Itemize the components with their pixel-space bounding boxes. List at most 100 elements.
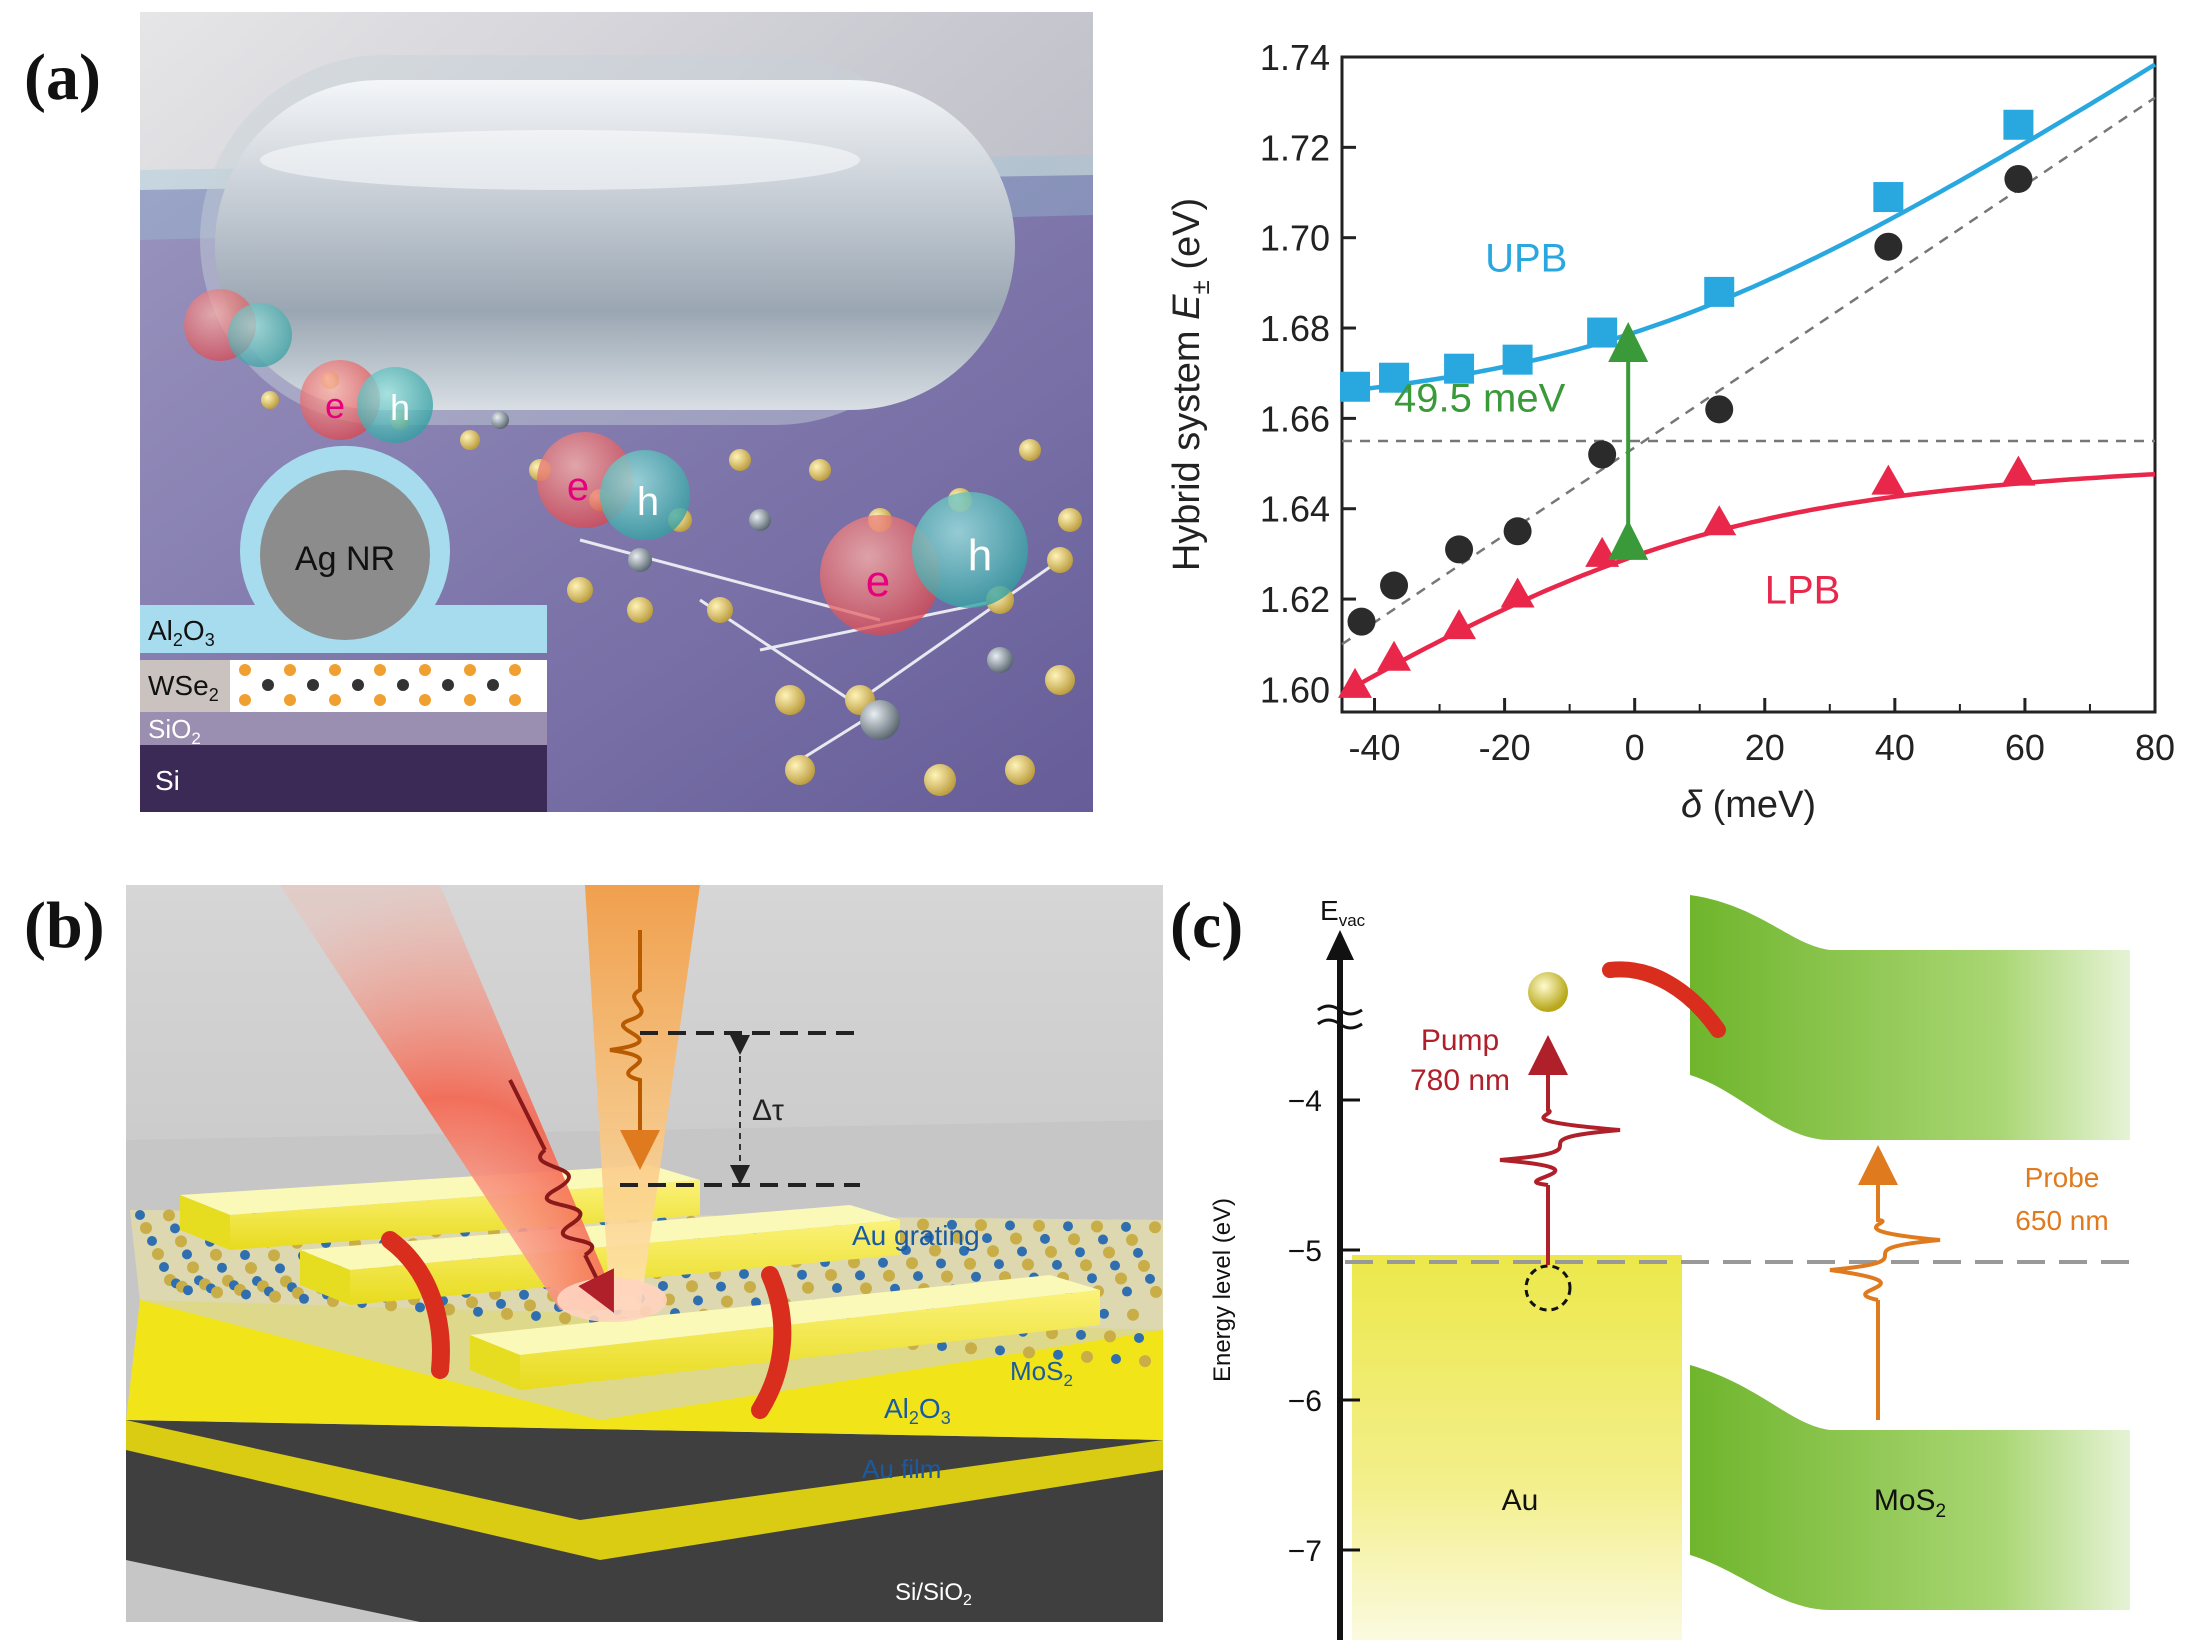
- upb-data-point: [1873, 182, 1904, 213]
- lattice-atom: [210, 1248, 222, 1261]
- chart-annotation: 49.5 meV: [1394, 322, 1649, 560]
- y-tick-label: 1.66: [1260, 398, 1330, 439]
- probe-beam: [585, 885, 700, 1310]
- lattice-atom: [501, 1307, 513, 1320]
- x-tick-label: 20: [1745, 727, 1785, 768]
- lattice-atom: [1103, 1246, 1115, 1259]
- lattice-atom: [170, 1223, 180, 1234]
- lattice-atom: [1122, 1286, 1132, 1297]
- lattice-atom: [906, 1257, 918, 1270]
- evac-label: Evac: [1320, 895, 1366, 930]
- wse2-label: WSe2: [148, 670, 219, 705]
- y-tick-label: 1.70: [1260, 218, 1330, 259]
- lattice-atom: [878, 1257, 888, 1268]
- lattice-atom: [415, 1302, 425, 1313]
- lattice-atom: [721, 1295, 733, 1308]
- lattice-atom: [1010, 1232, 1022, 1245]
- lattice-atom: [1098, 1234, 1108, 1245]
- panel-c-illustration: −4−5−6−7 Evac Energy level (eV) Pump 780…: [1209, 895, 2140, 1640]
- electron-label: e: [325, 385, 345, 426]
- lattice-atom: [1023, 1346, 1035, 1359]
- lattice-atom: [693, 1295, 703, 1306]
- lattice-atom: [751, 1297, 761, 1308]
- lattice-atom: [971, 1271, 981, 1282]
- x-tick-label: -40: [1349, 727, 1401, 768]
- uncoupled-data-point: [1380, 571, 1409, 600]
- lattice-atom: [1017, 1246, 1027, 1257]
- lattice-atom: [1091, 1220, 1103, 1233]
- lattice-atom: [163, 1209, 175, 1222]
- lattice-atom: [524, 1299, 536, 1312]
- lattice-atom: [1133, 1247, 1143, 1258]
- energy-tick-label: −7: [1288, 1535, 1322, 1568]
- lattice-atom: [1126, 1233, 1138, 1246]
- panel-a-label: (a): [24, 41, 101, 114]
- lattice-atom: [901, 1245, 911, 1256]
- pump-label: Pump: [1421, 1024, 1499, 1057]
- energy-tick-label: −4: [1288, 1085, 1322, 1118]
- lpb-data-point: [1377, 640, 1412, 671]
- uncoupled-data-point: [1445, 535, 1474, 564]
- lattice-atom: [797, 1269, 807, 1280]
- lattice-atom: [658, 1280, 668, 1291]
- hole-label: h: [968, 531, 992, 580]
- upb-data-point: [1444, 353, 1475, 384]
- pump-beam: [280, 885, 620, 1310]
- lattice-atom: [1099, 1308, 1109, 1319]
- upb-label: UPB: [1485, 237, 1567, 281]
- hole-label: h: [637, 480, 659, 524]
- lattice-atom: [183, 1285, 193, 1296]
- lattice-atom: [1115, 1272, 1127, 1285]
- lattice-atom: [385, 1299, 397, 1312]
- lattice-atom: [275, 1263, 285, 1274]
- lattice-atom: [913, 1271, 923, 1282]
- upb-data-point: [1379, 362, 1410, 393]
- y-tick-label: 1.72: [1260, 127, 1330, 168]
- probe-label: Probe: [2025, 1162, 2100, 1193]
- lattice-atom: [182, 1249, 192, 1260]
- al2o3-label: Al2O3: [148, 615, 215, 650]
- lattice-atom: [959, 1245, 969, 1256]
- lattice-atom: [744, 1281, 756, 1293]
- lattice-atom: [825, 1269, 837, 1282]
- electron-label: e: [567, 465, 589, 509]
- lattice-atom: [559, 1312, 571, 1325]
- lattice-atom: [1150, 1285, 1162, 1298]
- uncoupled-data-point: [1588, 440, 1617, 469]
- uncoupled-data-point: [1874, 232, 1903, 261]
- lattice-atom: [947, 1219, 957, 1230]
- lattice-atom: [1005, 1220, 1015, 1231]
- lattice-atom: [240, 1250, 250, 1261]
- lattice-atom: [211, 1286, 223, 1299]
- lattice-atom: [941, 1270, 953, 1283]
- lattice-atom: [1052, 1259, 1062, 1270]
- hole-label: h: [390, 387, 410, 428]
- uncoupled-data-point: [1347, 607, 1376, 636]
- lattice-atom: [965, 1342, 977, 1355]
- electron-label: e: [866, 557, 890, 606]
- delta-tau-label: Δτ: [752, 1094, 784, 1127]
- y-tick-label: 1.68: [1260, 308, 1330, 349]
- lattice-atom: [994, 1259, 1004, 1270]
- lattice-atom: [937, 1341, 947, 1352]
- lattice-atom: [975, 1219, 987, 1232]
- x-axis-label: δ (meV): [1681, 784, 1816, 826]
- lattice-atom: [1134, 1332, 1144, 1343]
- lattice-atom: [1033, 1219, 1045, 1232]
- energy-tick-label: −6: [1288, 1385, 1322, 1418]
- panel-b-illustration: Δτ Au grating MoS2 Al2O3 Au film Si/SiO2: [126, 885, 1163, 1622]
- lattice-atom: [531, 1311, 541, 1321]
- lattice-atom: [952, 1231, 964, 1244]
- lattice-atom: [964, 1257, 976, 1270]
- x-tick-label: 0: [1625, 727, 1645, 768]
- lattice-atom: [855, 1270, 865, 1281]
- lattice-atom: [135, 1210, 145, 1220]
- lattice-atom: [1149, 1221, 1161, 1234]
- lpb-data-point: [1702, 505, 1737, 536]
- lattice-atom: [716, 1281, 726, 1292]
- si-label: Si: [155, 765, 180, 796]
- lattice-atom: [936, 1258, 946, 1269]
- lattice-atom: [519, 1289, 529, 1300]
